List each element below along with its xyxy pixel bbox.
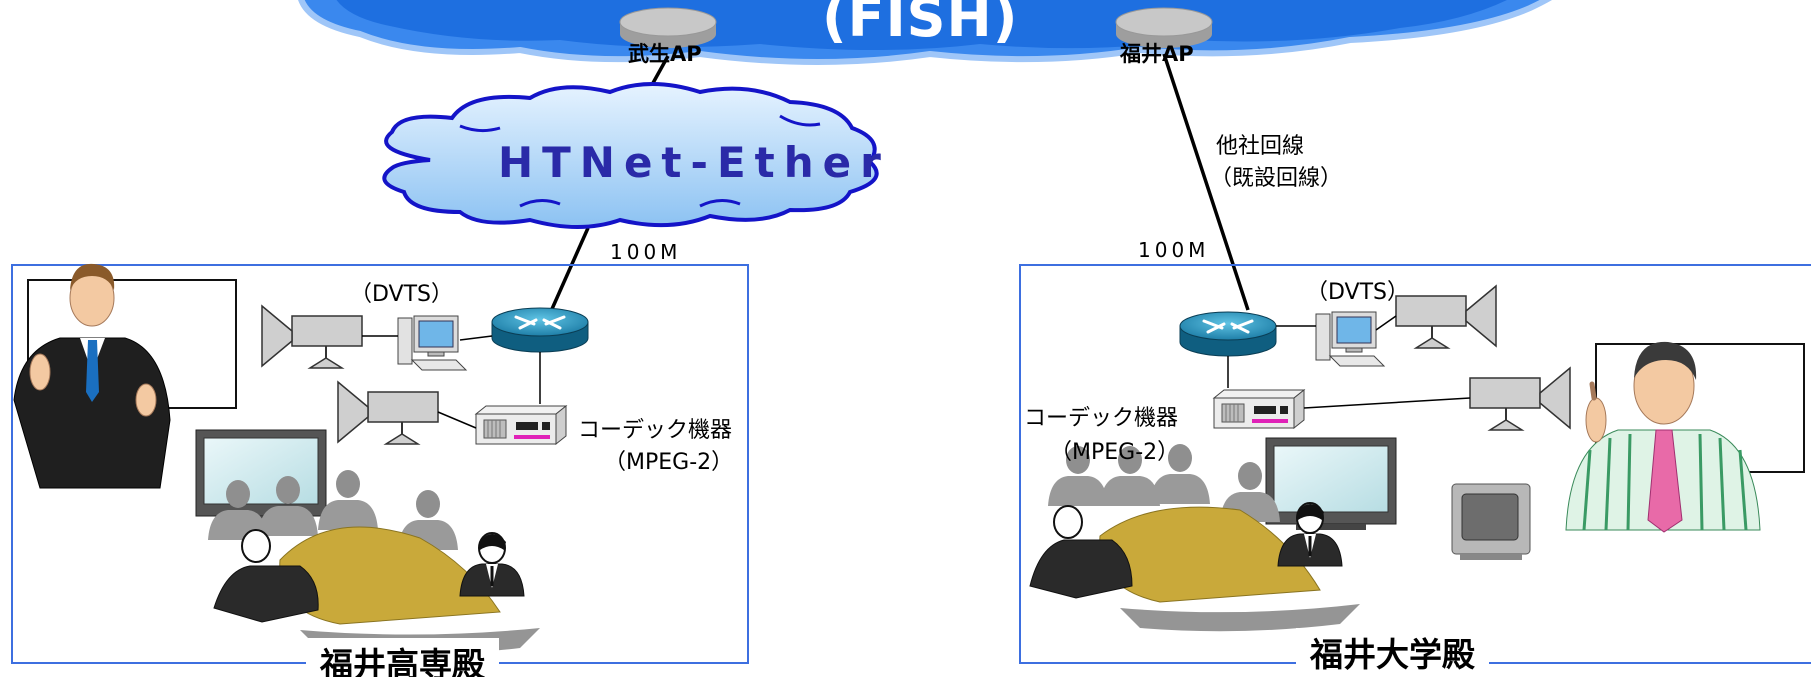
fish-backbone-label: (FISH) xyxy=(822,0,1019,49)
tv-right xyxy=(1265,437,1397,531)
htnet-cloud-label: HTNet-Ether xyxy=(498,138,890,187)
codec-format-left: （MPEG-2） xyxy=(604,450,734,475)
link-speed-right: 100M xyxy=(1138,238,1210,262)
camera-right-top xyxy=(1395,285,1497,349)
presenter-right xyxy=(1565,341,1761,533)
site-name-left: 福井高専殿 xyxy=(306,638,499,677)
other-line-label: 他社回線 xyxy=(1216,134,1305,159)
fish-ap-node-right xyxy=(1115,7,1213,48)
codec-label-right: コーデック機器 xyxy=(1024,406,1179,431)
camera-left-mid xyxy=(337,381,439,445)
link-htnet-left-router xyxy=(546,227,590,319)
router-left xyxy=(490,306,590,354)
codec-left xyxy=(475,405,567,445)
existing-line-label: （既設回線） xyxy=(1210,166,1343,191)
link-speed-left: 100M xyxy=(610,240,682,264)
htnet-cloud xyxy=(382,82,879,229)
crt-tv-right xyxy=(1451,483,1531,560)
meeting-group-right xyxy=(1029,444,1360,632)
codec-format-right: （MPEG-2） xyxy=(1050,440,1180,465)
presenter-left xyxy=(13,263,171,489)
dvts-pc-right xyxy=(1315,311,1385,367)
fish-ap-node-left xyxy=(619,7,717,48)
connectors-left xyxy=(362,335,541,429)
tv-left xyxy=(195,429,327,523)
link-fukui-right-router xyxy=(1162,53,1250,311)
ap-label-fukui: 福井AP xyxy=(1120,42,1194,66)
codec-right xyxy=(1213,389,1305,429)
dvts-label-right: （DVTS） xyxy=(1306,280,1410,305)
dvts-label-left: （DVTS） xyxy=(350,282,454,307)
camera-right-mid xyxy=(1469,367,1571,431)
camera-left-top xyxy=(261,305,363,369)
codec-label-left: コーデック機器 xyxy=(578,418,733,443)
dvts-pc-left xyxy=(397,315,467,371)
router-right xyxy=(1178,310,1278,358)
site-name-right: 福井大学殿 xyxy=(1296,628,1489,676)
connectors-right xyxy=(1227,315,1471,409)
ap-label-takefu: 武生AP xyxy=(628,42,702,66)
